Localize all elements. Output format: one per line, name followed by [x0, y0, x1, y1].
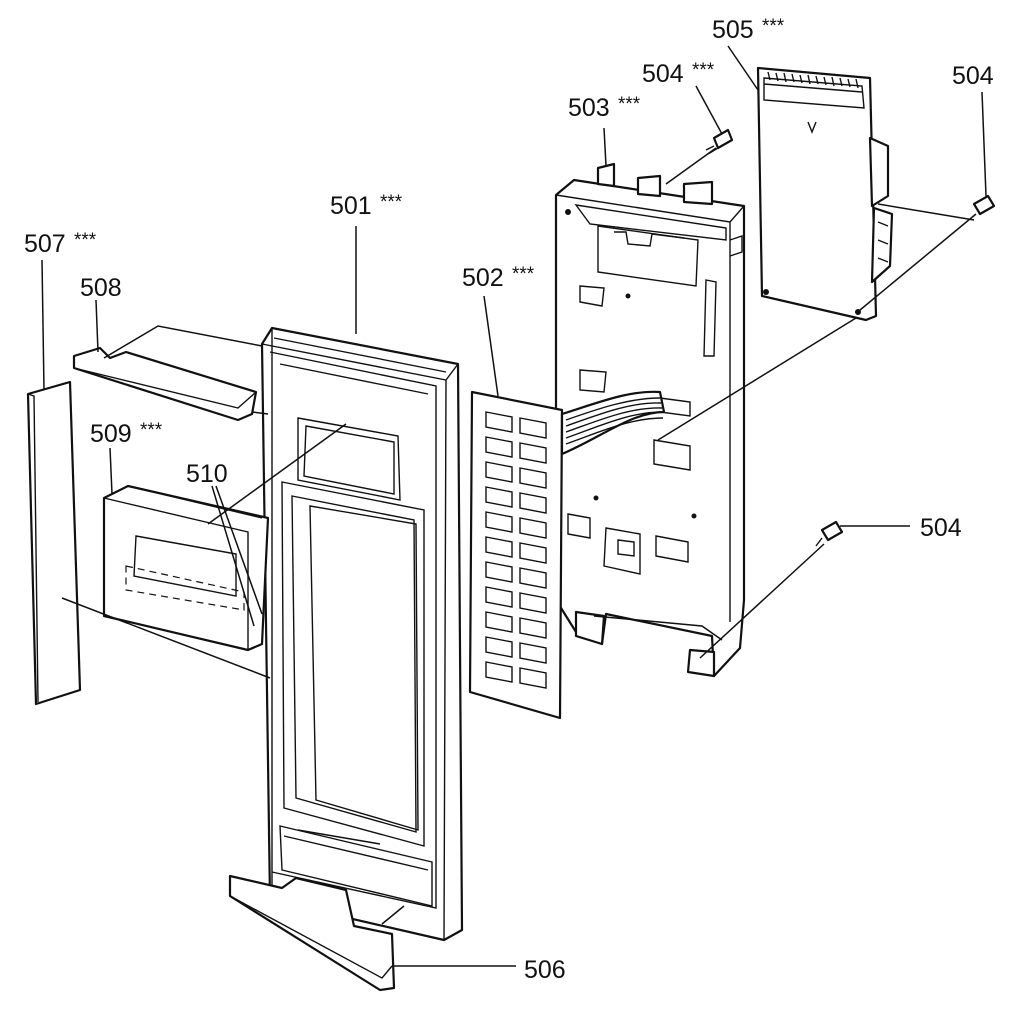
keypad-button	[485, 436, 513, 458]
keypad-button	[485, 586, 513, 608]
keypad-button	[485, 636, 513, 658]
label-505-mark: ***	[762, 16, 785, 37]
label-504-right: 504	[952, 62, 994, 90]
screw-504-lower	[815, 520, 844, 547]
label-502: 502	[462, 264, 504, 292]
keypad-button	[485, 536, 513, 558]
label-502-mark: ***	[512, 264, 535, 285]
keypad-button	[485, 611, 513, 633]
callout-leaders	[41, 45, 987, 967]
keypad-button	[519, 417, 547, 439]
keypad-button	[519, 642, 547, 664]
keypad-button	[519, 467, 547, 489]
label-504-lower: 504	[920, 514, 962, 542]
label-501-mark: ***	[380, 192, 403, 213]
label-504-top-mark: ***	[692, 60, 715, 81]
part-507-side-panel	[26, 380, 82, 706]
keypad-button	[519, 592, 547, 614]
part-508-trim-strip	[72, 346, 258, 422]
screw-504-right	[972, 194, 996, 216]
alignment-lines	[61, 147, 977, 925]
keypad-buttons	[485, 411, 547, 689]
keypad-button	[519, 442, 547, 464]
label-510: 510	[186, 460, 228, 488]
part-505-circuit-board	[756, 66, 894, 322]
label-509-mark: ***	[140, 420, 163, 441]
part-503-control-frame	[554, 162, 746, 678]
label-505: 505	[712, 16, 754, 44]
keypad-button	[485, 461, 513, 483]
keypad-button	[485, 661, 513, 683]
keypad-button	[519, 492, 547, 514]
label-504-top: 504	[642, 60, 684, 88]
keypad-button	[485, 486, 513, 508]
part-502-keypad	[468, 390, 666, 720]
keypad-button	[519, 517, 547, 539]
keypad-button	[519, 667, 547, 689]
label-503: 503	[568, 94, 610, 122]
part-506-bottom-trim	[228, 874, 396, 992]
keypad-button	[485, 561, 513, 583]
label-507-mark: ***	[74, 230, 97, 251]
part-501-front-panel	[260, 326, 464, 942]
keypad-button	[485, 411, 513, 433]
label-507: 507	[24, 230, 66, 258]
keypad-button	[519, 567, 547, 589]
label-503-mark: ***	[618, 94, 641, 115]
part-509-display-window	[102, 484, 270, 652]
keypad-button	[485, 511, 513, 533]
keypad-button	[519, 617, 547, 639]
label-508: 508	[80, 274, 122, 302]
label-501: 501	[330, 192, 372, 220]
keypad-button	[519, 542, 547, 564]
callout-labels: 501 *** 502 *** 503 *** 504 *** 504 504 …	[24, 16, 994, 984]
label-509: 509	[90, 420, 132, 448]
screw-504-top	[705, 128, 734, 155]
label-506: 506	[524, 956, 566, 984]
